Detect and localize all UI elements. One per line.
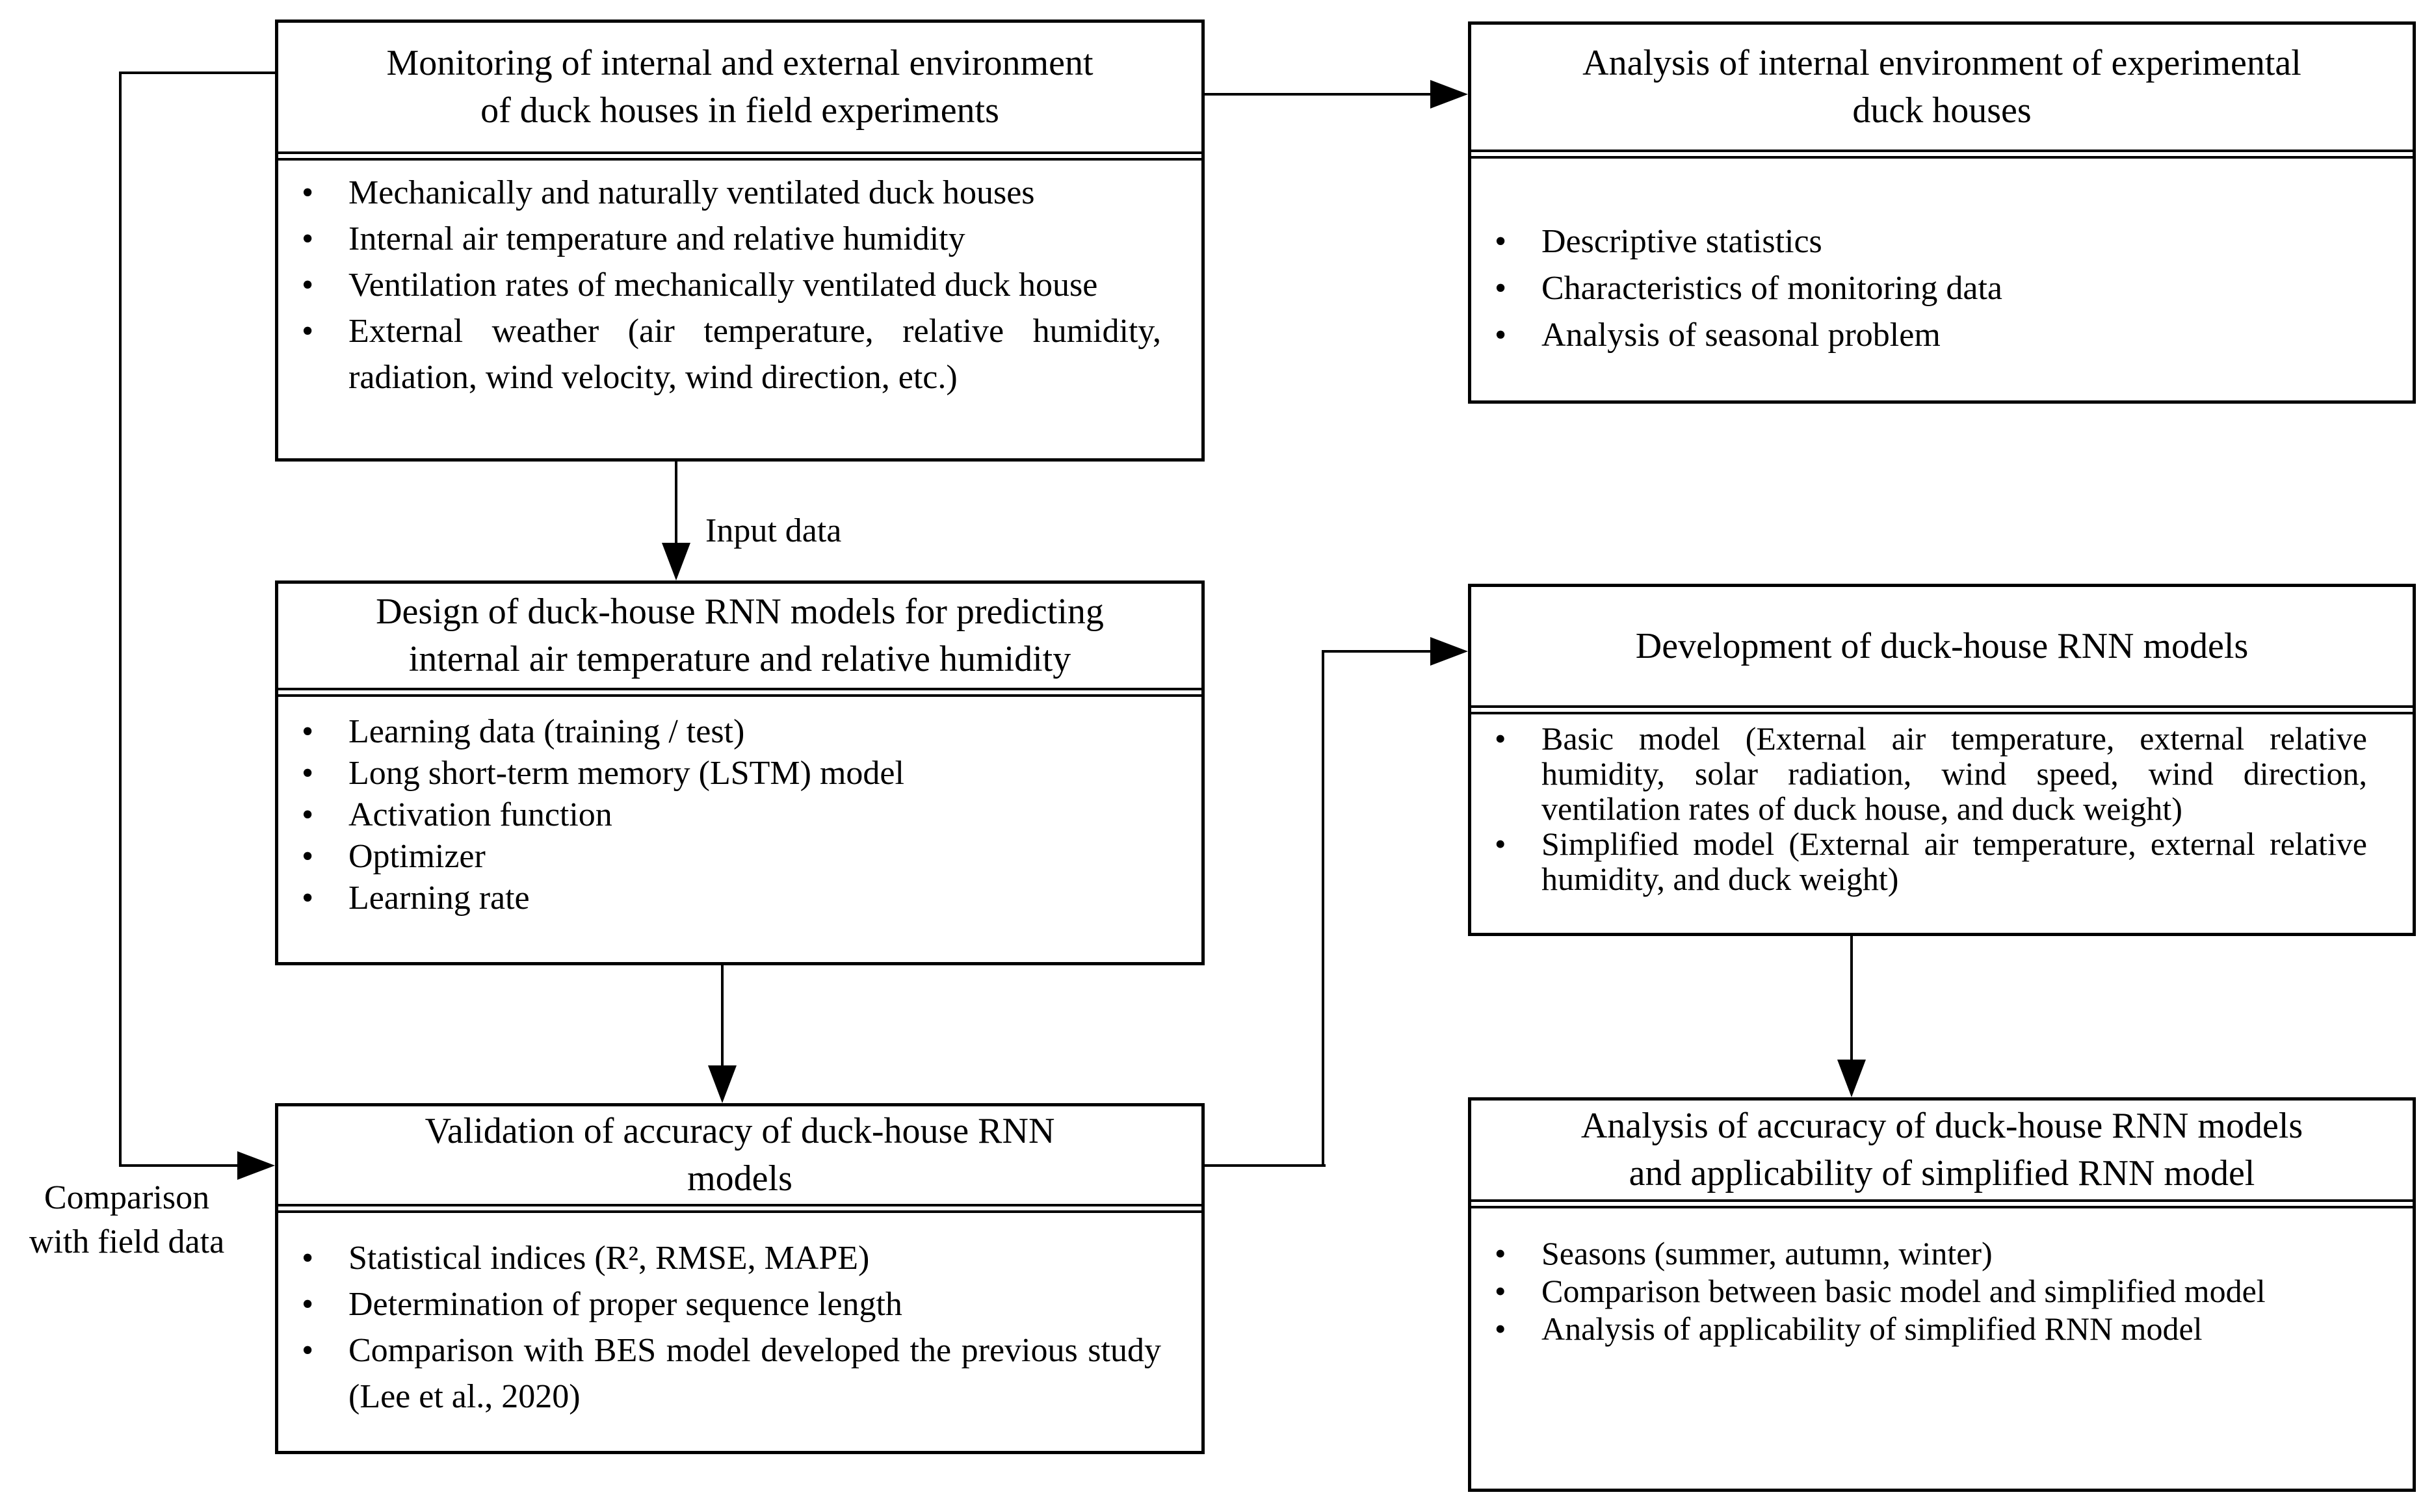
connector-monitoring-to-analysis-line xyxy=(1205,93,1439,96)
bullet-list: Mechanically and naturally ventilated du… xyxy=(278,170,1201,400)
bullet-list: Seasons (summer, autumn, winter) Compari… xyxy=(1471,1234,2413,1348)
box-analysis-accuracy: Analysis of accuracy of duck-house RNN m… xyxy=(1468,1097,2416,1492)
box-analysis-accuracy-body: Seasons (summer, autumn, winter) Compari… xyxy=(1471,1206,2413,1489)
arrowhead-right-icon xyxy=(237,1151,275,1180)
bullet-item: Learning data (training / test) xyxy=(278,711,1201,753)
bullet-item: Learning rate xyxy=(278,878,1201,919)
box-development: Development of duck-house RNN models Bas… xyxy=(1468,584,2416,936)
bullet-item: External weather (air temperature, relat… xyxy=(278,308,1201,400)
bullet-item: Ventilation rates of mechanically ventil… xyxy=(278,262,1201,308)
bullet-item: Seasons (summer, autumn, winter) xyxy=(1471,1234,2413,1272)
connector-development-to-accuracy-line xyxy=(1850,936,1853,1063)
box-validation: Validation of accuracy of duck-house RNN… xyxy=(275,1103,1205,1454)
box-development-body: Basic model (External air temperature, e… xyxy=(1471,712,2413,933)
box-analysis-accuracy-title: Analysis of accuracy of duck-house RNN m… xyxy=(1471,1101,2413,1202)
title-line: duck houses xyxy=(1852,90,2032,131)
bullet-list: Learning data (training / test) Long sho… xyxy=(278,711,1201,919)
arrowhead-down-icon xyxy=(708,1065,737,1103)
title-line: of duck houses in field experiments xyxy=(480,90,999,131)
bullet-item: Simplified model (External air temperatu… xyxy=(1471,826,2413,896)
title-line: Design of duck-house RNN models for pred… xyxy=(376,592,1104,632)
box-analysis-internal: Analysis of internal environment of expe… xyxy=(1468,21,2416,404)
title-line: internal air temperature and relative hu… xyxy=(408,639,1071,679)
title-line: models xyxy=(687,1158,792,1199)
box-validation-body: Statistical indices (R², RMSE, MAPE) Det… xyxy=(278,1210,1201,1451)
input-data-label: Input data xyxy=(705,512,842,549)
bullet-item: Internal air temperature and relative hu… xyxy=(278,216,1201,262)
title-line: Analysis of internal environment of expe… xyxy=(1582,43,2301,83)
bullet-item: Characteristics of monitoring data xyxy=(1471,265,2413,312)
box-design: Design of duck-house RNN models for pred… xyxy=(275,580,1205,965)
bullet-item: Long short-term memory (LSTM) model xyxy=(278,753,1201,794)
box-design-body: Learning data (training / test) Long sho… xyxy=(278,694,1201,962)
bullet-item: Descriptive statistics xyxy=(1471,218,2413,265)
box-monitoring-body: Mechanically and naturally ventilated du… xyxy=(278,158,1201,458)
bullet-list: Descriptive statistics Characteristics o… xyxy=(1471,218,2413,359)
box-analysis-internal-body: Descriptive statistics Characteristics o… xyxy=(1471,156,2413,400)
connector-monitoring-to-design-line xyxy=(675,462,677,549)
box-design-title: Design of duck-house RNN models for pred… xyxy=(278,584,1201,690)
title-line: and applicability of simplified RNN mode… xyxy=(1629,1153,2255,1193)
box-development-title: Development of duck-house RNN models xyxy=(1471,587,2413,708)
bullet-item: Analysis of seasonal problem xyxy=(1471,312,2413,359)
box-validation-title: Validation of accuracy of duck-house RNN… xyxy=(278,1106,1201,1206)
bullet-list: Basic model (External air temperature, e… xyxy=(1471,721,2413,896)
bullet-item: Mechanically and naturally ventilated du… xyxy=(278,170,1201,216)
title-line: Validation of accuracy of duck-house RNN xyxy=(425,1111,1055,1151)
bullet-list: Statistical indices (R², RMSE, MAPE) Det… xyxy=(278,1235,1201,1420)
bullet-item: Optimizer xyxy=(278,836,1201,878)
bullet-item: Statistical indices (R², RMSE, MAPE) xyxy=(278,1235,1201,1281)
arrowhead-right-icon xyxy=(1430,80,1468,109)
arrowhead-down-icon xyxy=(662,543,690,580)
comparison-with-field-data-label: Comparison with field data xyxy=(3,1176,250,1264)
comparison-label-line: with field data xyxy=(29,1223,225,1260)
comparison-label-line: Comparison xyxy=(44,1179,210,1216)
connector-validation-to-development-line-top xyxy=(1322,650,1434,653)
title-line: Monitoring of internal and external envi… xyxy=(386,43,1094,83)
arrowhead-right-icon xyxy=(1430,637,1468,666)
title-line: Analysis of accuracy of duck-house RNN m… xyxy=(1580,1106,2303,1146)
bullet-item: Determination of proper sequence length xyxy=(278,1281,1201,1327)
bullet-item: Basic model (External air temperature, e… xyxy=(1471,721,2413,826)
connector-feedback-line-vertical xyxy=(119,72,122,1167)
title-line: Development of duck-house RNN models xyxy=(1635,625,2249,666)
connector-validation-to-development-line-bottom xyxy=(1205,1164,1326,1167)
bullet-item: Comparison between basic model and simpl… xyxy=(1471,1272,2413,1310)
bullet-item: Analysis of applicability of simplified … xyxy=(1471,1310,2413,1348)
box-monitoring: Monitoring of internal and external envi… xyxy=(275,20,1205,462)
box-monitoring-title: Monitoring of internal and external envi… xyxy=(278,23,1201,154)
connector-design-to-validation-line xyxy=(721,965,724,1069)
box-analysis-internal-title: Analysis of internal environment of expe… xyxy=(1471,25,2413,152)
connector-validation-to-development-line-vertical xyxy=(1322,650,1324,1167)
bullet-item: Activation function xyxy=(278,794,1201,836)
bullet-item: Comparison with BES model developed the … xyxy=(278,1327,1201,1420)
connector-feedback-line-bottom xyxy=(119,1164,241,1167)
arrowhead-down-icon xyxy=(1837,1060,1866,1097)
connector-feedback-line-top xyxy=(119,72,276,74)
